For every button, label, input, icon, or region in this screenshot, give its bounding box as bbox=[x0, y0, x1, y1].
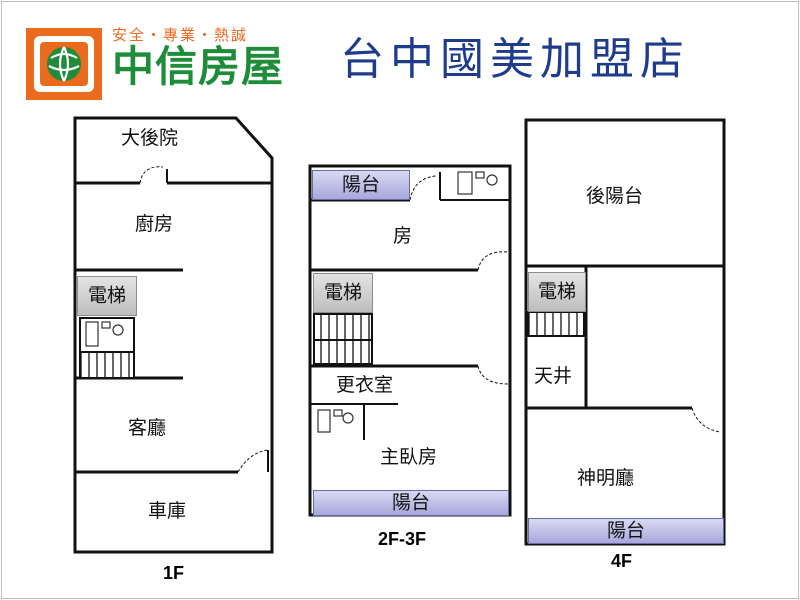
elevator-label: 電梯 bbox=[323, 281, 362, 304]
balcony-label: 陽台 bbox=[391, 491, 430, 514]
room-label-room: 房 bbox=[393, 225, 413, 247]
floor-4f-plan bbox=[524, 118, 726, 546]
balcony-label: 陽台 bbox=[341, 173, 380, 196]
floor-label-4f: 4F bbox=[611, 551, 633, 571]
room-label-back-balcony: 後陽台 bbox=[586, 185, 644, 207]
floor-1f-plan bbox=[73, 116, 274, 554]
toilet-icon bbox=[317, 171, 498, 433]
elevator-tag-4f: 電梯 bbox=[528, 272, 586, 312]
globe-icon bbox=[34, 36, 94, 92]
balcony-tag-4f: 陽台 bbox=[528, 518, 724, 544]
elevator-tag-2f: 電梯 bbox=[313, 273, 373, 313]
elevator-tag-1f: 電梯 bbox=[77, 276, 137, 316]
toilet-icon bbox=[85, 321, 124, 347]
brand-name: 中信房屋 bbox=[112, 42, 285, 91]
balcony-label: 陽台 bbox=[606, 519, 645, 542]
balcony-tag-bottom: 陽台 bbox=[313, 490, 509, 516]
room-label-master-bedroom: 主臥房 bbox=[380, 446, 438, 468]
room-label-shrine-hall: 神明廳 bbox=[577, 467, 635, 489]
elevator-label: 電梯 bbox=[537, 280, 576, 303]
balcony-tag-top: 陽台 bbox=[312, 170, 410, 200]
room-label-kitchen: 廚房 bbox=[135, 213, 174, 235]
floor-label-2f-3f: 2F-3F bbox=[378, 529, 427, 549]
store-name: 台中國美加盟店 bbox=[340, 34, 690, 85]
room-label-garage: 車庫 bbox=[148, 500, 187, 522]
room-label-living-room: 客廳 bbox=[128, 417, 167, 439]
floor-label-1f: 1F bbox=[163, 563, 185, 583]
slogan: 安全・專業・熱誠 bbox=[112, 26, 249, 44]
elevator-label: 電梯 bbox=[87, 284, 126, 307]
room-label-backyard: 大後院 bbox=[121, 127, 179, 149]
logo-mark bbox=[26, 28, 102, 100]
room-label-skylight: 天井 bbox=[534, 365, 573, 387]
room-label-dressing-room: 更衣室 bbox=[336, 374, 394, 396]
